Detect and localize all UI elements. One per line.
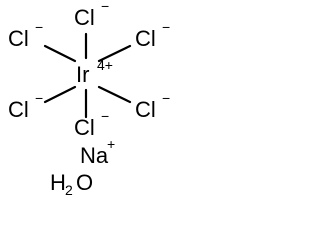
counterion-label: Na [80, 143, 109, 168]
water-h-label: H [50, 170, 66, 195]
ligand-cl-bottom-right-charge: − [162, 90, 170, 106]
ligand-cl-top: Cl [74, 5, 95, 30]
ligand-cl-top-right: Cl [135, 26, 156, 51]
bonds [43, 32, 132, 119]
ligand-cl-bottom-left-charge: − [35, 90, 43, 106]
counterion-charge: + [107, 136, 115, 152]
water-o-label: O [76, 170, 93, 195]
chemical-structure: Ir 4+ Cl − Cl − Cl − Cl − Cl − Cl − Na +… [8, 0, 170, 198]
ligand-cl-top-charge: − [101, 0, 109, 14]
ligand-cl-bottom-left: Cl [8, 97, 29, 122]
bond-ir-cl-top-right [97, 44, 132, 63]
water-subscript: 2 [65, 182, 73, 198]
central-atom-label: Ir [76, 62, 89, 87]
bond-ir-cl-bottom-right [97, 85, 132, 104]
ligand-cl-bottom: Cl [74, 115, 95, 140]
bond-ir-cl-top-left [43, 44, 77, 63]
bond-ir-cl-bottom-left [43, 85, 77, 104]
central-atom-charge: 4+ [97, 57, 113, 73]
ligand-cl-top-left: Cl [8, 26, 29, 51]
ligand-cl-bottom-charge: − [101, 108, 109, 124]
ligand-cl-bottom-right: Cl [135, 97, 156, 122]
ligand-cl-top-right-charge: − [162, 19, 170, 35]
ligand-cl-top-left-charge: − [35, 19, 43, 35]
